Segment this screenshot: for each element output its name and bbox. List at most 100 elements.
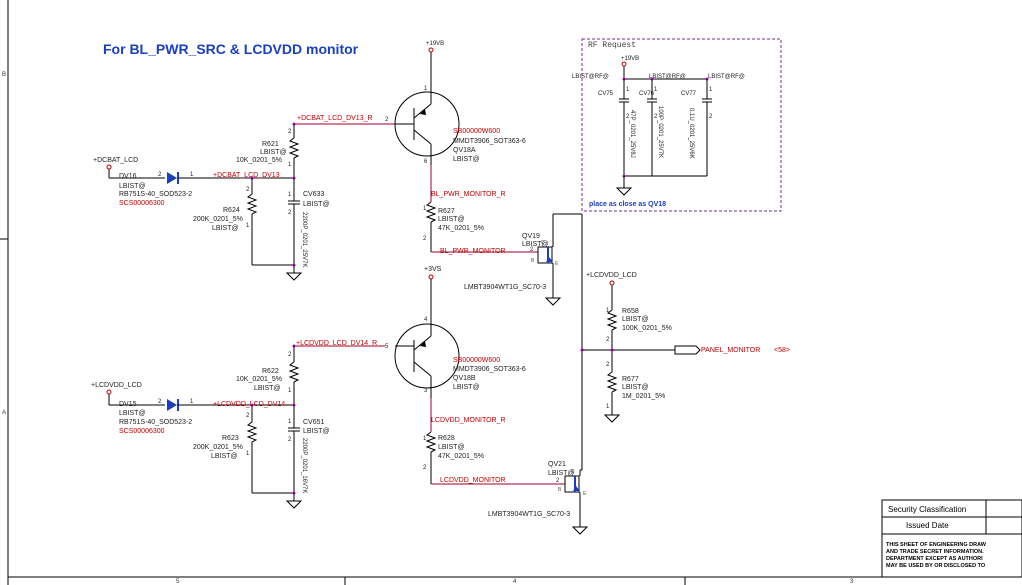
svg-text:5: 5: [385, 344, 389, 350]
net-lcdvdd-monitor: LCDVDD_MONITOR: [440, 477, 506, 484]
svg-text:1: 1: [626, 87, 630, 93]
ground-icon: [615, 187, 633, 196]
rf-bist-1: LBIST@RF@: [572, 74, 609, 80]
qv18a-part: SB00000W600: [453, 128, 500, 135]
svg-text:2: 2: [288, 352, 292, 358]
svg-text:47P_0201_25V8J: 47P_0201_25V8J: [629, 110, 635, 158]
svg-text:10K_0201_5%: 10K_0201_5%: [236, 157, 282, 164]
net-panel-monitor: PANEL_MONITOR: [701, 347, 760, 354]
svg-text:LBIST@: LBIST@: [254, 385, 281, 392]
svg-text:LBIST@: LBIST@: [211, 453, 238, 460]
issued-date-label: Issued Date: [906, 521, 949, 530]
svg-text:1: 1: [606, 404, 610, 410]
resistor-r677: 2 1 R677 LBIST@ 1M_0201_5%: [606, 362, 665, 415]
svg-text:R677: R677: [622, 376, 639, 383]
svg-text:LBIST@: LBIST@: [622, 316, 649, 323]
resistor-r622: 2 1 R622 10K_0201_5% LBIST@: [236, 346, 300, 404]
svg-text:LBIST@: LBIST@: [303, 201, 330, 208]
notice-line-3: DEPARTMENT EXCEPT AS AUTHORI: [886, 556, 983, 562]
svg-text:1: 1: [288, 192, 292, 198]
net-lcdvdd-lcd-in: +LCDVDD_LCD: [91, 382, 142, 389]
rf-bist-2: LBIST@RF@: [649, 74, 686, 80]
title-block: Security Classification Issued Date THIS…: [881, 499, 1022, 578]
svg-text:DV15: DV15: [119, 401, 137, 408]
svg-text:2: 2: [423, 236, 427, 242]
svg-text:LBIST@: LBIST@: [119, 410, 146, 417]
svg-text:2200P_0201_25V7K: 2200P_0201_25V7K: [301, 212, 307, 267]
svg-text:C: C: [571, 469, 575, 475]
rf-request-box: [581, 38, 782, 212]
qv18b-model: MMDT3906_SOT363-6: [453, 366, 526, 373]
rail-symbol: [106, 389, 112, 395]
svg-text:SCS00006300: SCS00006300: [119, 428, 165, 435]
rf-request-title: RF Request: [588, 41, 636, 50]
svg-text:CV76: CV76: [639, 91, 655, 97]
svg-text:2: 2: [606, 337, 610, 343]
svg-text:1: 1: [246, 223, 250, 229]
qv18b-ref: QV18B: [453, 375, 476, 382]
svg-text:200K_0201_5%: 200K_0201_5%: [193, 216, 243, 223]
resistor-r628: 1 2 R628 LBIST@ 47K_0201_5%: [423, 431, 484, 484]
svg-text:CV75: CV75: [598, 91, 614, 97]
ground-icon: [603, 414, 621, 423]
ground-icon: [571, 526, 589, 535]
svg-text:B: B: [558, 487, 562, 493]
svg-text:1: 1: [190, 399, 194, 405]
rail-symbol: [428, 274, 434, 280]
svg-text:100K_0201_5%: 100K_0201_5%: [622, 325, 672, 332]
rail-symbol: [106, 164, 112, 170]
svg-text:2200P_0201_16V7K: 2200P_0201_16V7K: [301, 438, 307, 493]
svg-text:2: 2: [606, 362, 610, 368]
svg-text:1: 1: [246, 451, 250, 457]
svg-text:1: 1: [288, 388, 292, 394]
svg-text:CV633: CV633: [303, 191, 325, 198]
svg-text:2: 2: [158, 172, 162, 178]
svg-text:2: 2: [246, 187, 250, 193]
svg-text:1M_0201_5%: 1M_0201_5%: [622, 393, 665, 400]
svg-text:1: 1: [423, 436, 427, 442]
svg-text:2: 2: [709, 114, 713, 120]
bl-pwr-monitor-circuit: +19VB 1 2 6 SB00000W600 MMDT3906_SOT363-…: [93, 41, 582, 306]
notice-line-1: THIS SHEET OF ENGINEERING DRAW: [886, 542, 987, 548]
qv18a-model: MMDT3906_SOT363-6: [453, 138, 526, 145]
svg-text:LBIST@: LBIST@: [119, 183, 146, 190]
rail-3vs-label: +3VS: [424, 266, 442, 273]
resistor-r624: 2 1 R624 200K_0201_5% LBIST@: [193, 178, 258, 265]
frame-label-a: A: [2, 410, 6, 416]
diode-dv16: [167, 172, 179, 184]
rf-placement-note: place as close as QV18: [589, 201, 666, 208]
svg-text:R627: R627: [438, 208, 455, 215]
net-dcbat-lcd: +DCBAT_LCD: [93, 157, 138, 164]
notice-line-2: AND TRADE SECRET INFORMATION.: [886, 549, 984, 555]
net-lcdvdd-dv14-r: +LCDVDD_LCD_DV14_R: [296, 340, 377, 347]
page-ref: <58>: [774, 347, 790, 354]
svg-text:R624: R624: [223, 207, 240, 214]
panel-monitor-divider: +LCDVDD_LCD 1 2 R658 LBIST@ 100K_0201_5%…: [580, 214, 790, 471]
qv18a-bist: LBIST@: [453, 156, 480, 163]
svg-text:2: 2: [158, 399, 162, 405]
frame-col-5: 5: [176, 579, 180, 585]
svg-text:1: 1: [288, 419, 292, 425]
svg-text:DV16: DV16: [119, 173, 137, 180]
svg-text:E: E: [583, 491, 587, 497]
svg-text:1: 1: [709, 87, 713, 93]
ground-icon: [285, 500, 303, 509]
svg-text:6: 6: [424, 159, 428, 165]
svg-text:B: B: [531, 258, 535, 264]
svg-text:1: 1: [288, 162, 292, 168]
svg-text:CV651: CV651: [303, 419, 325, 426]
qv18b-part: SB00000W600: [453, 357, 500, 364]
svg-text:RB751S-40_SOD523-2: RB751S-40_SOD523-2: [119, 419, 192, 426]
svg-text:1: 1: [423, 206, 427, 212]
qv18b-bist: LBIST@: [453, 384, 480, 391]
svg-text:2: 2: [288, 129, 292, 135]
net-dcbat-dv13: +DCBAT_LCD_DV13: [213, 172, 280, 179]
capacitor-cv651: 1 2 CV651 LBIST@ 2200P_0201_16V7K: [288, 405, 330, 493]
panel-monitor-port: [674, 345, 701, 355]
svg-text:2: 2: [556, 478, 560, 484]
svg-text:C: C: [541, 240, 545, 246]
svg-text:100P_0201_25V7K: 100P_0201_25V7K: [657, 106, 663, 158]
svg-text:2: 2: [288, 210, 292, 216]
